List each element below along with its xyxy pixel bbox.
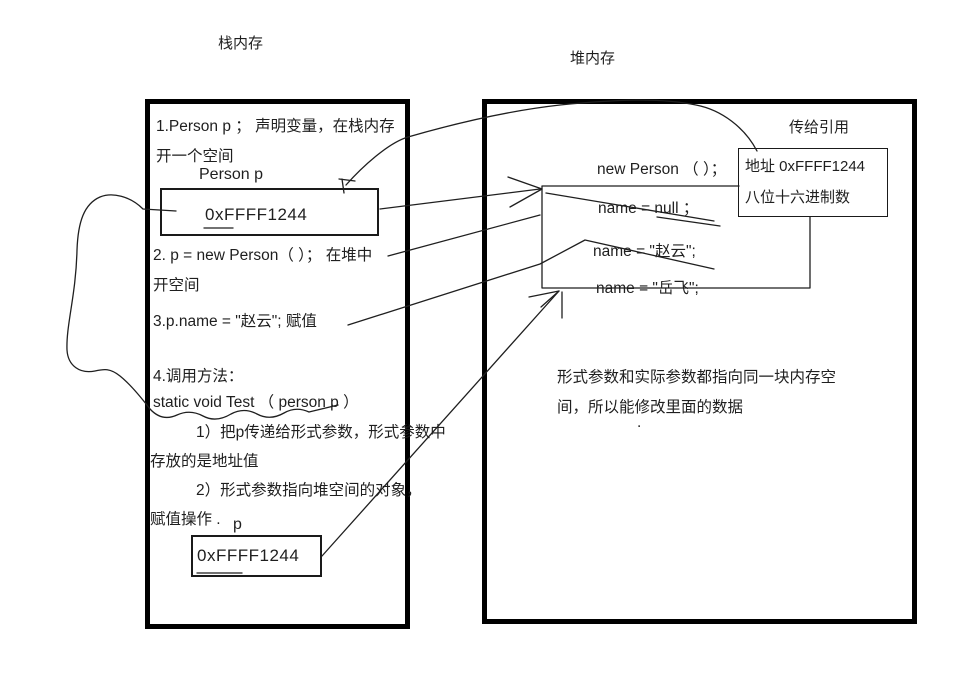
stack-note-9: 存放的是地址值 [150,453,259,470]
heap-memory-title: 堆内存 [570,50,616,67]
person-p-label: Person p [199,166,264,183]
heap-field-null: name = null ； [598,200,699,217]
heap-note-dot: . [637,414,642,431]
formal-param-p-label: p [233,516,242,533]
stack-note-7: static void Test （ person p ） [153,394,359,411]
stack-note-11: 赋值操作 . [150,511,221,528]
pass-by-reference-label: 传给引用 [789,119,850,136]
stack-memory-title: 栈内存 [218,35,264,52]
address-info-line1: 地址 0xFFFF1244 [745,158,866,175]
formal-param-box [191,535,322,577]
stack-note-5: 3.p.name = "赵云"; 赋值 [153,313,317,330]
stack-note-3: 2. p = new Person（ ）； 在堆中 [153,247,373,264]
heap-field-yuefei: name = "岳飞"; [596,280,699,297]
stack-note-2: 开一个空间 [156,148,234,165]
stack-note-4: 开空间 [153,277,200,294]
stack-note-8: 1）把p传递给形式参数，形式参数中 [196,424,446,441]
stack-address-value: 0xFFFF1244 [205,205,308,224]
stack-note-6: 4.调用方法： [153,368,244,385]
formal-param-address-value: 0xFFFF1244 [197,546,300,565]
stack-note-10: 2）形式参数指向堆空间的对象， [196,482,422,499]
address-info-line2: 八位十六进制数 [745,189,851,206]
stack-note-1: 1.Person p ； 声明变量，在栈内存 [156,118,395,135]
new-person-label: new Person （ ）； [597,161,727,178]
heap-field-zhaoyun: name = "赵云"; [593,243,696,260]
heap-note-line1: 形式参数和实际参数都指向同一块内存空 [557,369,837,386]
heap-note-line2: 间，所以能修改里面的数据 [557,399,744,416]
